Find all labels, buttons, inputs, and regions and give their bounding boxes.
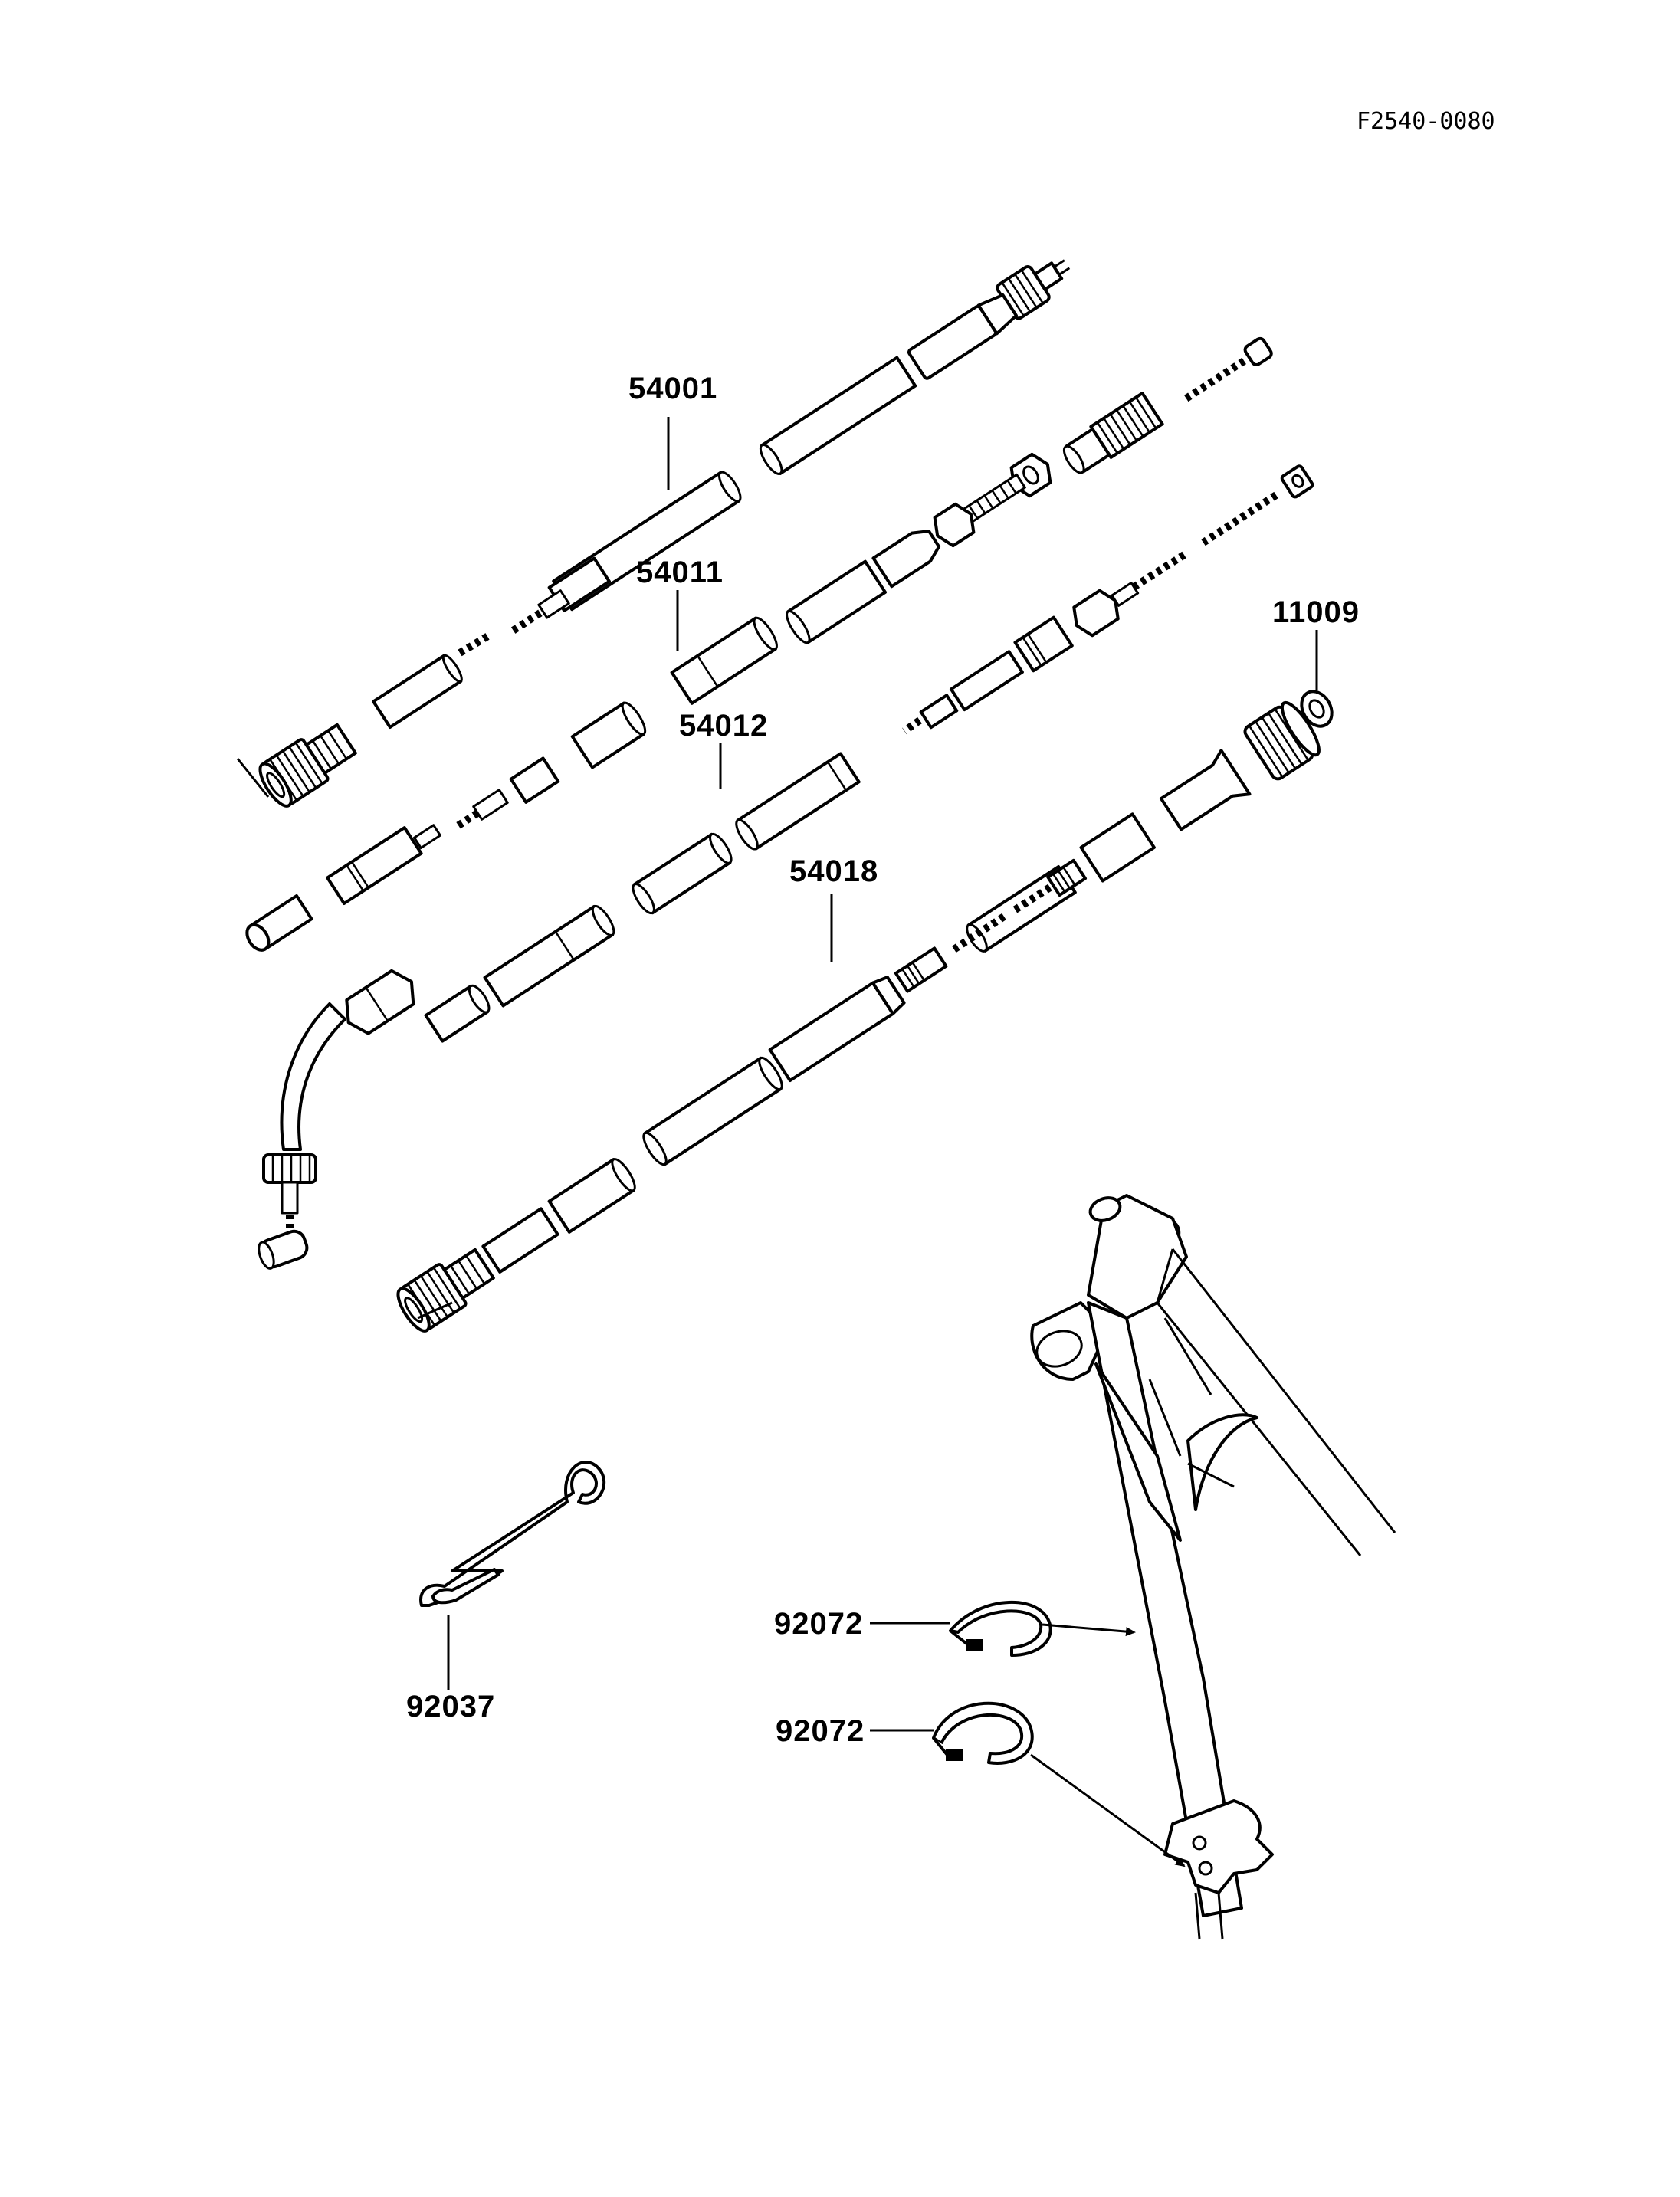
cable-54012[interactable]	[256, 464, 1314, 1271]
arrow-92072-lower	[1030, 1753, 1186, 1867]
label-92072-upper: 92072	[774, 1607, 863, 1641]
label-54011: 54011	[636, 556, 724, 589]
label-54012: 54012	[679, 709, 768, 743]
frame-illustration	[1030, 1194, 1396, 1940]
arrow-92072-upper	[1042, 1623, 1136, 1637]
label-11009: 11009	[1272, 595, 1360, 629]
cable-54001[interactable]	[236, 248, 1078, 811]
washer-11009[interactable]	[1295, 630, 1337, 732]
label-92037: 92037	[406, 1690, 495, 1723]
label-54018: 54018	[789, 854, 878, 888]
label-92072-lower: 92072	[776, 1714, 865, 1748]
clamp-92072-lower[interactable]	[932, 1701, 1034, 1765]
label-54001: 54001	[628, 372, 717, 405]
clamp-92072-upper[interactable]	[949, 1601, 1052, 1657]
figure-code: F2540-0080	[1357, 108, 1495, 135]
cable-54011[interactable]	[243, 336, 1274, 954]
guide-92037[interactable]	[419, 1461, 606, 1607]
cable-54018[interactable]	[392, 698, 1325, 1336]
